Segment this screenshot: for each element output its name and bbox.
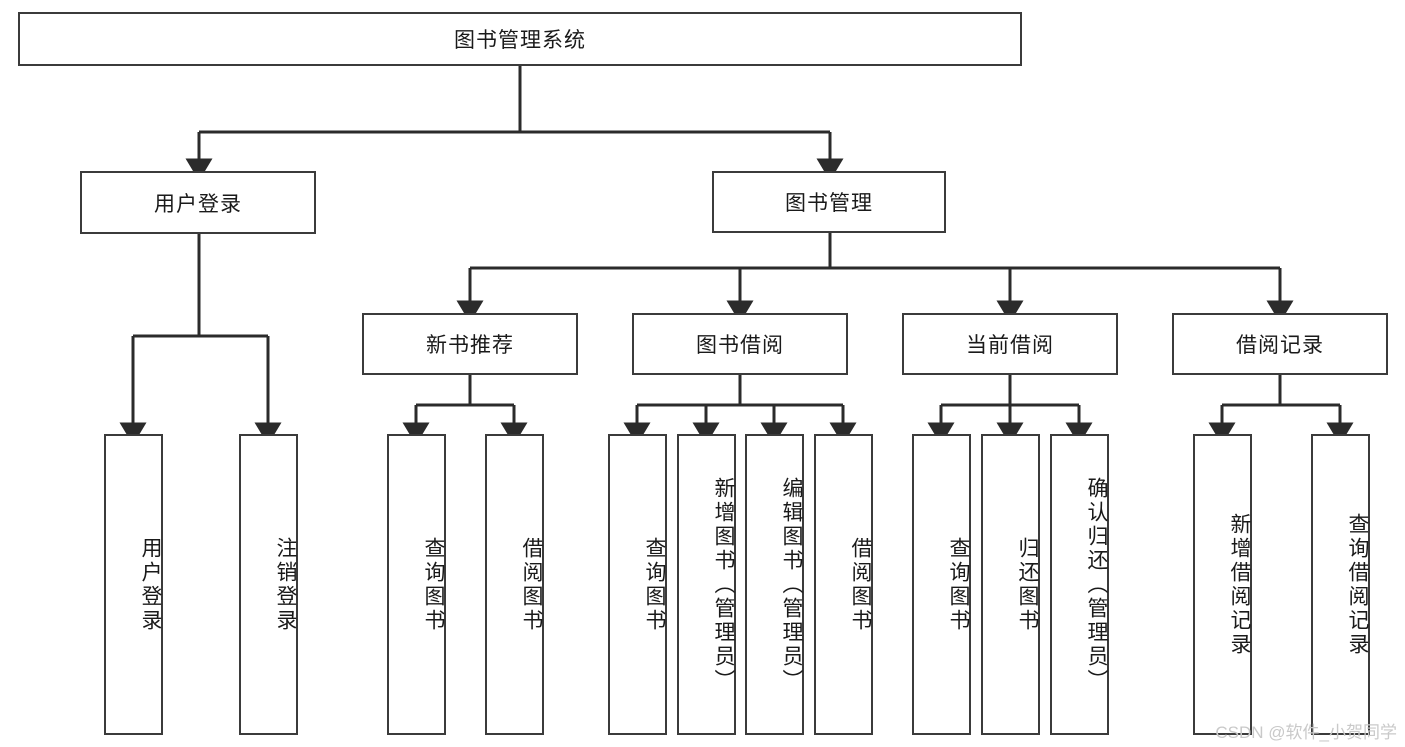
node-leaf-user-login-label: 用户登录 [139,536,162,633]
node-book-borrow-label: 图书借阅 [696,334,784,357]
node-root[interactable]: 图书管理系统 [18,12,1022,66]
node-leaf-query-book-1-label: 查询图书 [422,536,445,633]
node-user-login[interactable]: 用户登录 [80,171,316,234]
node-leaf-query-book-1[interactable]: 查询图书 [387,434,446,735]
node-leaf-borrow-book-2[interactable]: 借阅图书 [814,434,873,735]
node-book-manage[interactable]: 图书管理 [712,171,946,233]
node-leaf-confirm-return-label: 确认归还（管理员） [1085,476,1108,693]
node-leaf-query-book-2[interactable]: 查询图书 [608,434,667,735]
csdn-watermark: CSDN @软件_小贺同学 [1215,723,1397,742]
node-leaf-logout-label: 注销登录 [274,536,297,633]
node-new-book-rec[interactable]: 新书推荐 [362,313,578,375]
node-leaf-query-book-3-label: 查询图书 [947,536,970,633]
node-book-manage-label: 图书管理 [785,192,873,215]
node-leaf-confirm-return[interactable]: 确认归还（管理员） [1050,434,1109,735]
node-leaf-add-record-label: 新增借阅记录 [1228,512,1251,657]
node-root-label: 图书管理系统 [454,29,586,52]
node-leaf-add-record[interactable]: 新增借阅记录 [1193,434,1252,735]
node-book-borrow[interactable]: 图书借阅 [632,313,848,375]
node-leaf-logout[interactable]: 注销登录 [239,434,298,735]
node-leaf-borrow-book-1[interactable]: 借阅图书 [485,434,544,735]
node-leaf-query-record[interactable]: 查询借阅记录 [1311,434,1370,735]
node-leaf-borrow-book-2-label: 借阅图书 [849,536,872,633]
node-leaf-query-book-2-label: 查询图书 [643,536,666,633]
node-leaf-return-book[interactable]: 归还图书 [981,434,1040,735]
node-borrow-record-label: 借阅记录 [1236,334,1324,357]
node-current-borrow[interactable]: 当前借阅 [902,313,1118,375]
node-leaf-query-book-3[interactable]: 查询图书 [912,434,971,735]
node-current-borrow-label: 当前借阅 [966,334,1054,357]
node-leaf-edit-book-label: 编辑图书（管理员） [780,476,803,693]
node-leaf-edit-book[interactable]: 编辑图书（管理员） [745,434,804,735]
node-leaf-query-record-label: 查询借阅记录 [1346,512,1369,657]
node-user-login-label: 用户登录 [154,192,242,216]
node-leaf-return-book-label: 归还图书 [1016,536,1039,633]
node-new-book-rec-label: 新书推荐 [426,334,514,357]
node-borrow-record[interactable]: 借阅记录 [1172,313,1388,375]
node-leaf-borrow-book-1-label: 借阅图书 [520,536,543,633]
node-leaf-add-book[interactable]: 新增图书（管理员） [677,434,736,735]
node-leaf-user-login[interactable]: 用户登录 [104,434,163,735]
node-leaf-add-book-label: 新增图书（管理员） [712,476,735,693]
